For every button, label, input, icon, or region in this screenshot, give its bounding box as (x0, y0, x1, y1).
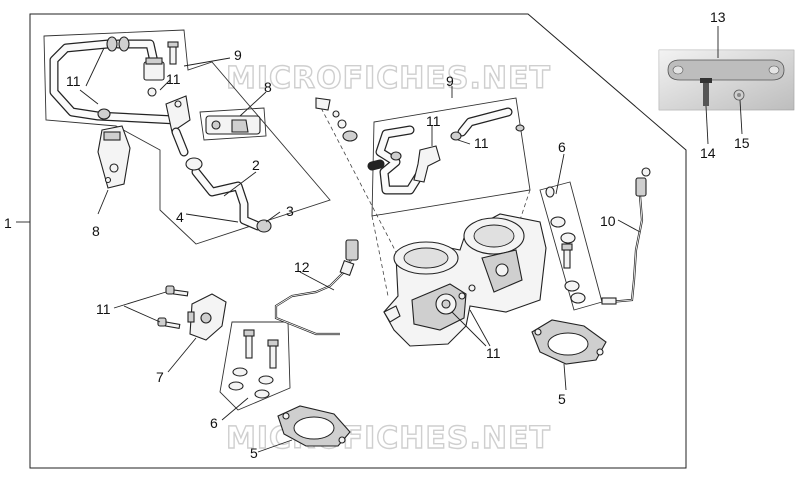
leader-lines (16, 26, 743, 453)
screw-top-part (167, 41, 179, 65)
callout-11-screws-left: 11 (96, 301, 111, 317)
nipple-fitting-part (315, 97, 358, 142)
callout-6-right: 6 (558, 139, 566, 155)
callout-14: 14 (700, 145, 716, 161)
hose-curved-part (191, 167, 263, 231)
callout-8-injector: 8 (92, 223, 100, 239)
callout-10: 10 (600, 213, 616, 229)
sensor-tps-part (187, 293, 227, 341)
clamp-ring-part (256, 219, 272, 233)
callout-5-left: 5 (250, 445, 258, 461)
clamp-upper-part (118, 36, 130, 52)
hose-kit-hoses (367, 107, 513, 195)
callout-2: 2 (252, 157, 260, 173)
clamp-lower-left-part (97, 108, 111, 120)
inset-bolt-part (703, 80, 709, 106)
gasket-right-part (531, 319, 607, 365)
screws-left-part (157, 285, 189, 330)
hose-kit-fittings (390, 124, 525, 183)
callout-11-top-left: 11 (66, 73, 81, 89)
watermark-bottom: MICROFICHES.NET (226, 421, 551, 456)
callout-3: 3 (286, 203, 294, 219)
cable-left-part (274, 239, 359, 336)
callout-9-left: 9 (234, 47, 242, 63)
callout-13: 13 (710, 9, 726, 25)
callout-7: 7 (156, 369, 164, 385)
callout-1: 1 (4, 215, 12, 231)
group-outline-spacers-left (219, 321, 291, 411)
spacer-kit-left-parts (228, 329, 279, 399)
watermark-top: MICROFICHES.NET (226, 61, 551, 96)
inset-plate-part (667, 59, 785, 81)
callout-11-center-top: 11 (426, 113, 441, 129)
assembly-dash-lines (317, 101, 531, 297)
spacer-kit-right-parts (545, 186, 586, 304)
inset-photo (658, 49, 795, 111)
callout-11-throttle: 11 (486, 345, 501, 361)
callout-11-top-mid: 11 (166, 71, 181, 87)
small-cap-part (147, 87, 157, 97)
group-outline-bracket (199, 107, 267, 141)
pipe-fitting-part (165, 95, 191, 157)
callout-12: 12 (294, 259, 310, 275)
callout-15: 15 (734, 135, 750, 151)
cable-right-part (601, 167, 651, 305)
callout-4: 4 (176, 209, 184, 225)
hose-ring-part (185, 157, 203, 171)
injector-part (97, 125, 131, 189)
throttle-body-part (383, 213, 547, 347)
bracket-part (205, 115, 261, 135)
valve-fitting-part (143, 57, 165, 81)
callout-5-right: 5 (558, 391, 566, 407)
clamp-top-left-part (106, 36, 118, 52)
callout-9-center: 9 (446, 73, 454, 89)
callout-8-bracket: 8 (264, 79, 272, 95)
gasket-left-part (277, 405, 351, 447)
group-outline-hoses-left (43, 29, 331, 245)
callout-11-center-right: 11 (474, 135, 489, 151)
assembly-frame (29, 13, 687, 469)
callout-6-left: 6 (210, 415, 218, 431)
